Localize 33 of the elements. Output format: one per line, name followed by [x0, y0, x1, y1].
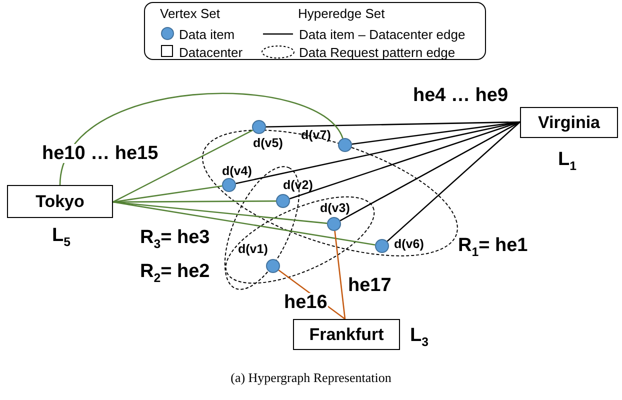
- data-item-label: d(v7): [301, 129, 331, 142]
- legend-text: Data Request pattern edge: [299, 46, 456, 59]
- legend-text: Data item – Datacenter edge: [299, 28, 466, 41]
- hyperedge-label: R$_{2}$= he2: [140, 262, 210, 284]
- edge-line: [334, 230, 346, 320]
- data-item-label: d(v4): [222, 165, 252, 178]
- location-label: L$_{1}$: [558, 150, 576, 172]
- edge-line: [112, 201, 328, 224]
- edge-line: [340, 121, 520, 222]
- hyperedge-label: R$_{1}$= he1: [458, 236, 528, 258]
- curved-edge: [59, 92, 344, 186]
- location-label: L$_{5}$: [52, 226, 70, 248]
- datacenter-box: Frankfurt: [293, 319, 400, 350]
- data-item-label: d(v3): [320, 202, 350, 214]
- edge-line: [386, 122, 520, 242]
- hyperedge-label: he10 … he15: [42, 144, 158, 163]
- data-item-label: d(v2): [283, 179, 313, 192]
- data-item-label: d(v1): [238, 243, 268, 256]
- edge-line: [352, 121, 520, 145]
- legend-heading: Vertex Set: [160, 7, 220, 20]
- data-item-label: d(v5): [253, 137, 283, 150]
- datacenter-box: Virginia: [520, 107, 618, 138]
- hyperedge-label: R$_{3}$= he3: [140, 228, 210, 250]
- edge-line: [112, 130, 254, 203]
- legend-text: Datacenter: [179, 46, 243, 59]
- datacenter-box: Tokyo: [7, 185, 113, 218]
- data-item-label: d(v6): [394, 238, 424, 250]
- legend-heading: Hyperedge Set: [298, 7, 385, 20]
- caption: (a) Hypergraph Representation: [230, 370, 392, 386]
- edge-line: [112, 201, 376, 246]
- edge-line: [112, 185, 222, 203]
- legend-text: Data item: [179, 28, 235, 41]
- location-label: L$_{3}$: [410, 326, 428, 348]
